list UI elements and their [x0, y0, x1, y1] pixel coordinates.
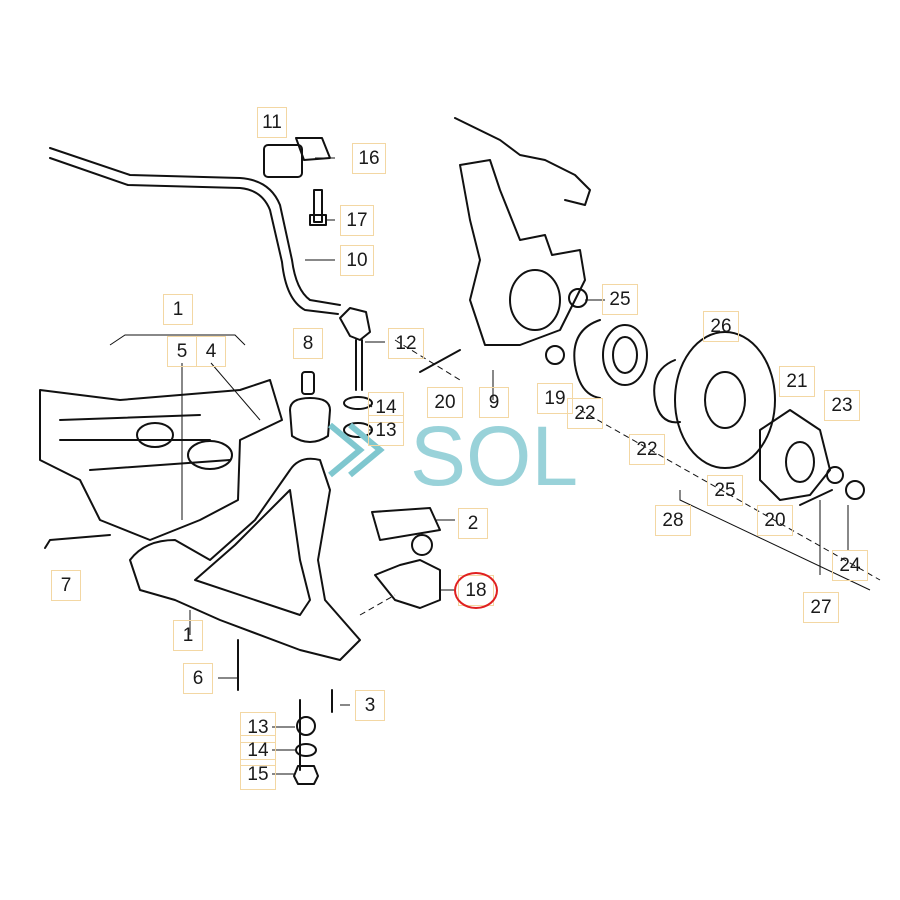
callout-3: 3	[355, 690, 385, 721]
callout-10: 10	[340, 245, 374, 276]
callout-11: 11	[257, 107, 287, 138]
callout-20-lower: 20	[757, 505, 793, 536]
callout-1-bottom: 1	[173, 620, 203, 651]
callout-13-lower: 13	[240, 712, 276, 743]
callout-18-highlighted: 18	[454, 572, 498, 609]
stabilizer-clamp	[263, 144, 303, 178]
callout-14-lower: 14	[240, 735, 276, 766]
callout-12: 12	[388, 328, 424, 359]
subframe	[39, 379, 283, 541]
callout-5: 5	[167, 336, 197, 367]
callout-16: 16	[352, 143, 386, 174]
subframe-bushing	[289, 397, 331, 443]
callout-27: 27	[803, 592, 839, 623]
callout-14-upper: 14	[368, 392, 404, 423]
callout-2: 2	[458, 508, 488, 539]
control-arm	[129, 457, 361, 661]
callout-8: 8	[293, 328, 323, 359]
stabilizer-bar	[49, 147, 341, 306]
callout-15: 15	[240, 759, 276, 790]
callout-7: 7	[51, 570, 81, 601]
steering-knuckle	[459, 159, 586, 346]
wheel-bearing	[602, 324, 648, 386]
callout-22-a: 22	[567, 398, 603, 429]
callout-19: 19	[537, 383, 573, 414]
callout-25-lower: 25	[707, 475, 743, 506]
callout-13-upper: 13	[368, 415, 404, 446]
callout-23: 23	[824, 390, 860, 421]
callout-26: 26	[703, 311, 739, 342]
callout-17: 17	[340, 205, 374, 236]
callout-21: 21	[779, 366, 815, 397]
callout-4: 4	[196, 336, 226, 367]
callout-24: 24	[832, 550, 868, 581]
callout-20-upper: 20	[427, 387, 463, 418]
callout-6: 6	[183, 663, 213, 694]
brake-disc	[674, 331, 776, 469]
wheel-hub	[759, 409, 831, 501]
callout-1-top: 1	[163, 294, 193, 325]
ball-joint	[374, 559, 441, 609]
callout-22-b: 22	[629, 434, 665, 465]
callout-25-upper: 25	[602, 284, 638, 315]
stabilizer-link	[339, 307, 371, 341]
callout-28: 28	[655, 505, 691, 536]
callout-9: 9	[479, 387, 509, 418]
